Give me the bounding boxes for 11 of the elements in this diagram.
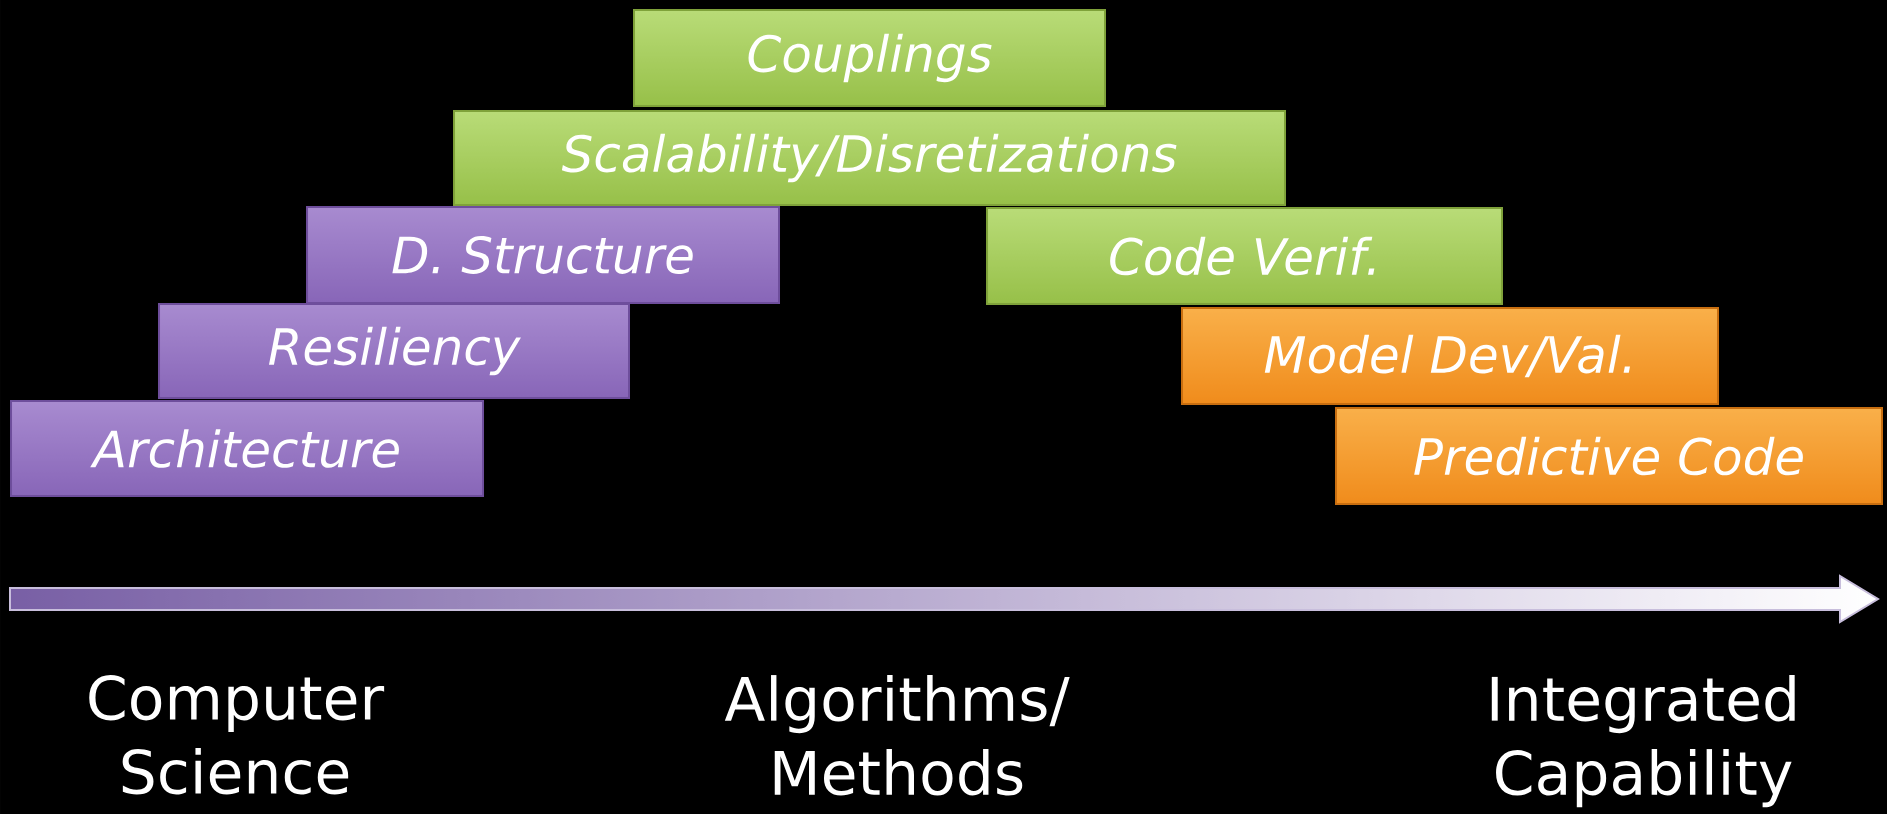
process-box: Resiliency — [158, 303, 630, 399]
process-box: D. Structure — [306, 206, 780, 304]
process-box: Scalability/Disretizations — [453, 110, 1286, 206]
process-box: Model Dev/Val. — [1181, 307, 1719, 405]
axis-label: Integrated Capability — [1491, 675, 1795, 808]
process-box: Predictive Code — [1335, 407, 1883, 505]
process-box: Couplings — [633, 9, 1106, 107]
process-box: Code Verif. — [986, 207, 1503, 305]
process-box: Architecture — [10, 400, 484, 497]
axis-label: Computer Science — [89, 675, 385, 795]
axis-label: Algorithms/ Methods — [724, 675, 1070, 796]
